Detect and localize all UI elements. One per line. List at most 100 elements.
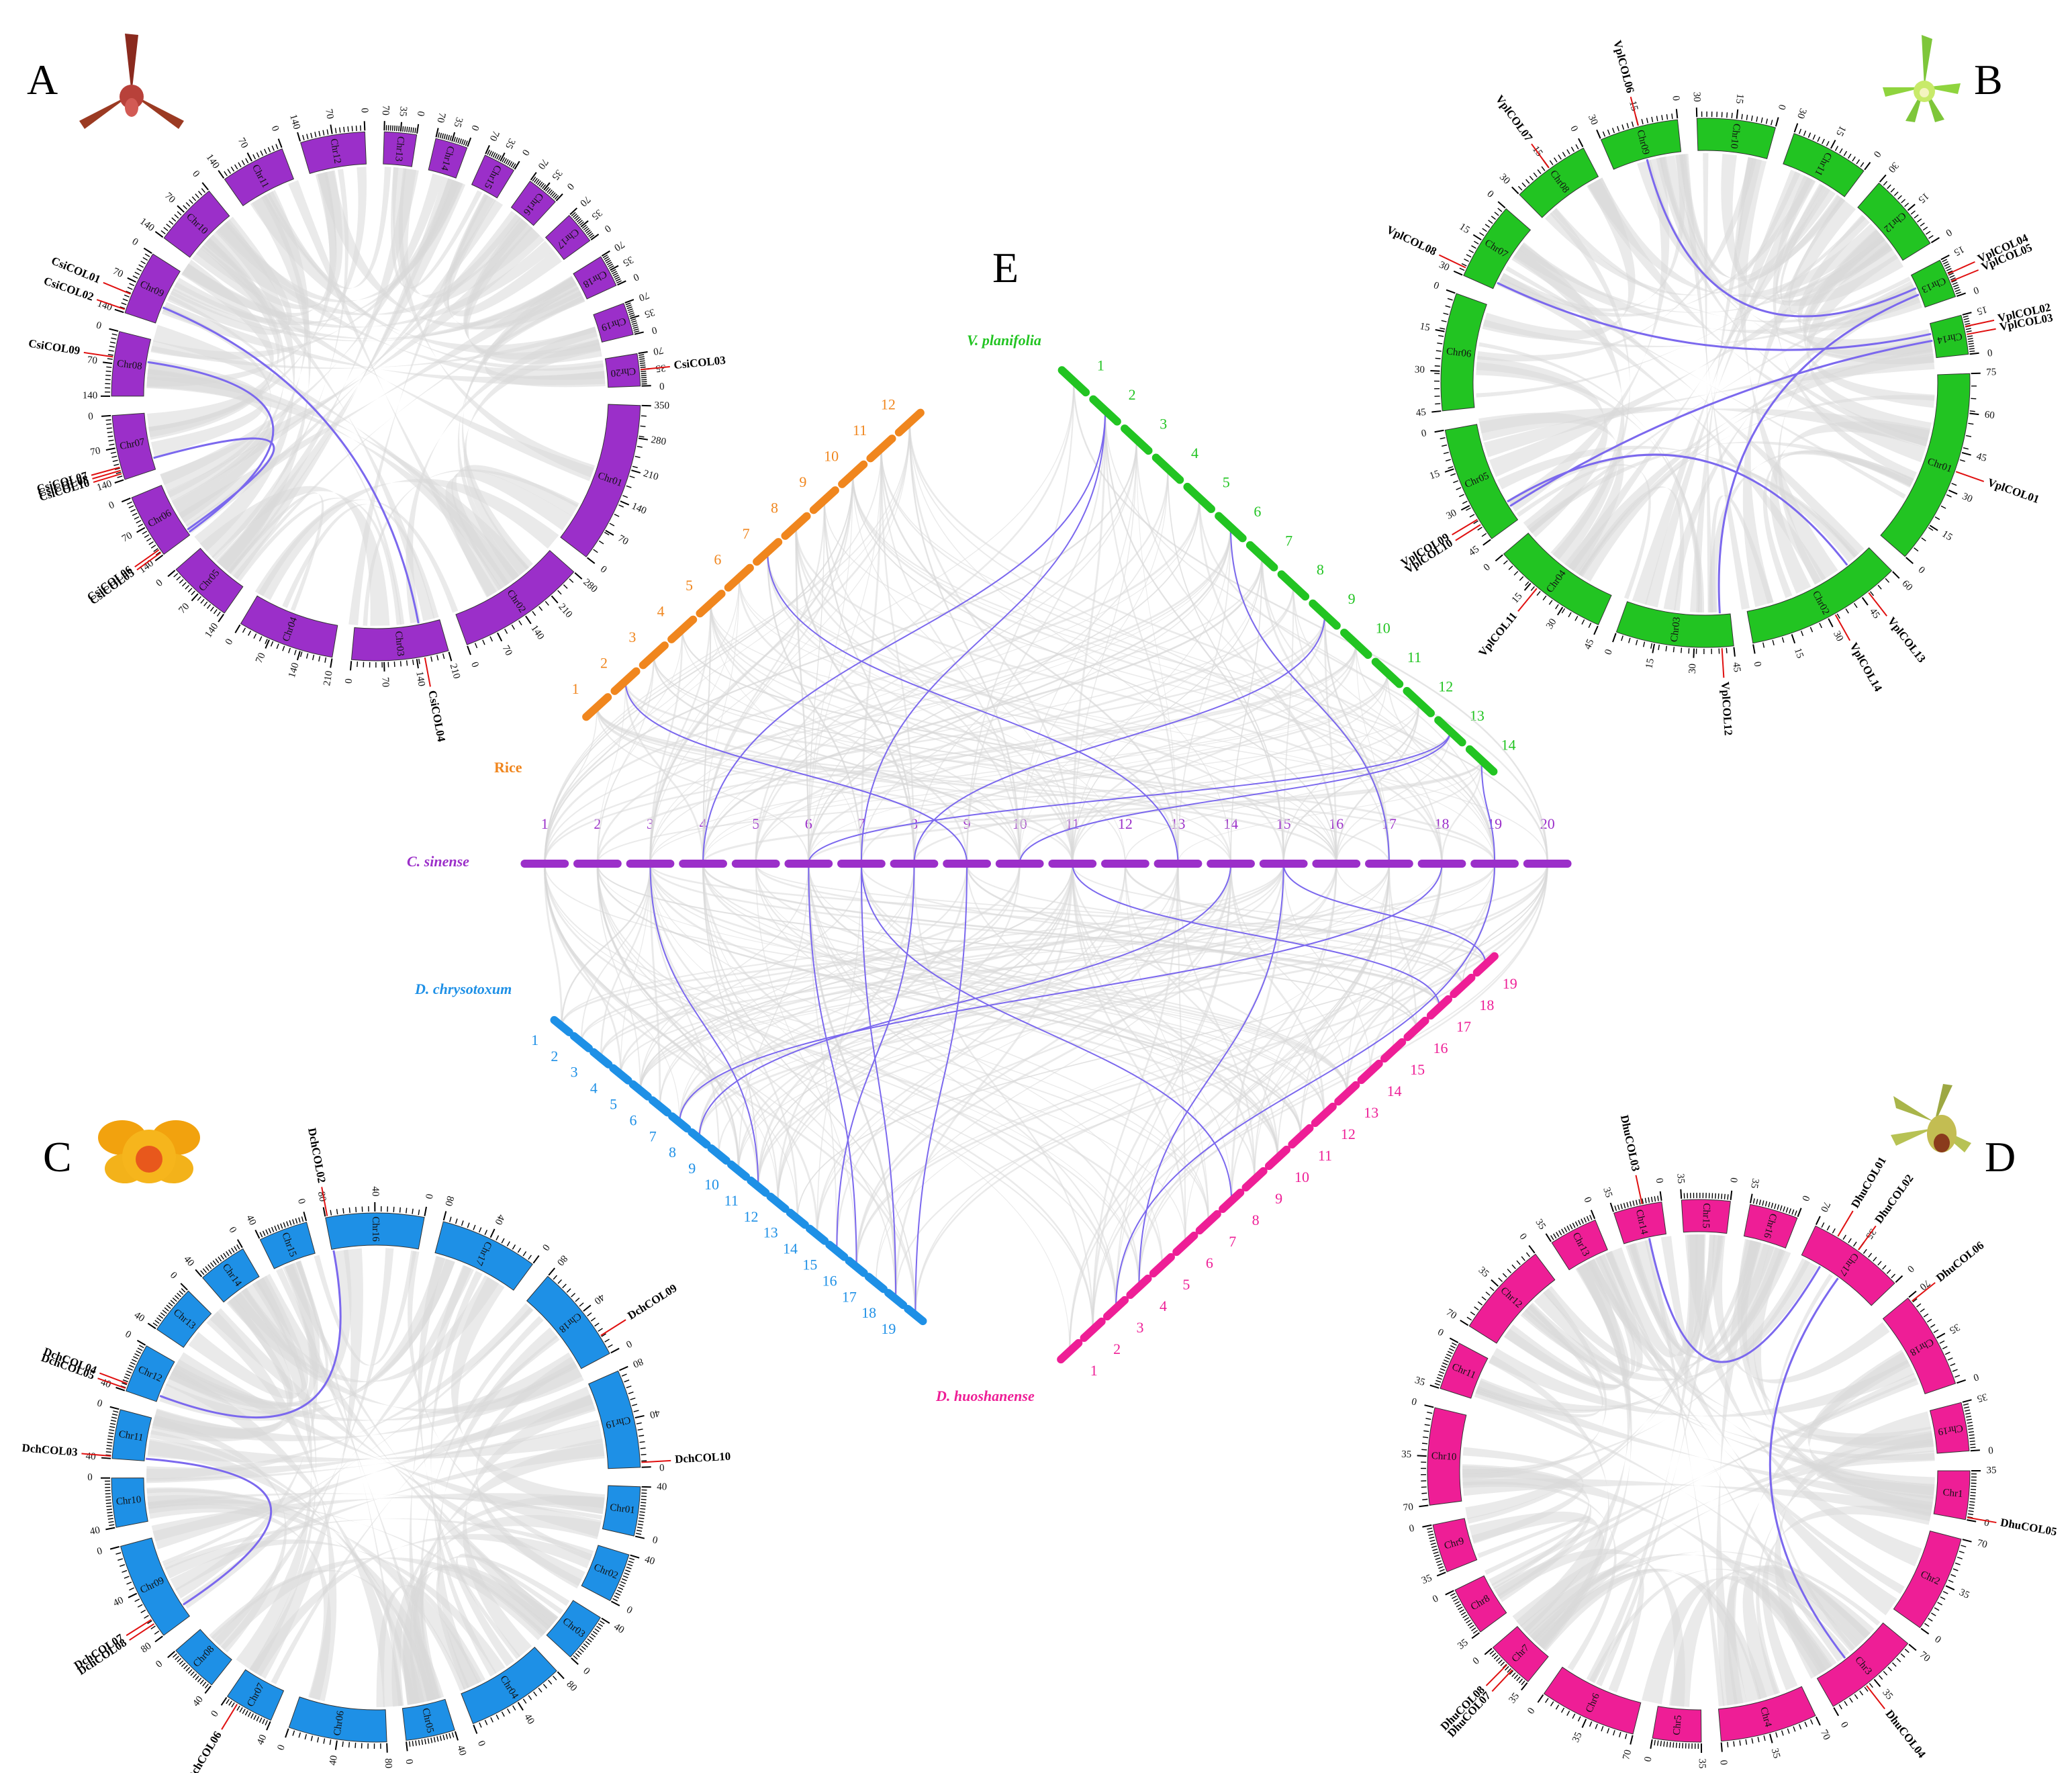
background-link: [1072, 672, 1388, 864]
chromosome-label: Chr10: [1431, 1451, 1456, 1463]
tick-mark: [1440, 437, 1446, 440]
tick-mark: [195, 1675, 199, 1680]
tick-mark: [639, 1514, 645, 1516]
tick-mark: [1822, 138, 1825, 144]
tick-mark: [248, 630, 252, 636]
tick-mark: [1967, 338, 1973, 340]
chromosome-block: [455, 549, 575, 645]
tick-mark: [191, 196, 197, 201]
tick-mark: [109, 345, 115, 348]
chromosome-label: Chr12: [328, 138, 343, 165]
tick-mark: [1452, 1342, 1457, 1346]
background-link: [1068, 863, 1337, 1352]
chromosome-label: Chr08: [116, 359, 142, 373]
tick-mark: [501, 1238, 505, 1244]
tick-mark: [1952, 282, 1958, 285]
tick-mark: [1628, 637, 1631, 643]
rice-chr-number: 2: [600, 654, 608, 671]
tick-mark: [1575, 144, 1579, 150]
tick-mark: [1836, 613, 1840, 619]
chrysotoxum-chromosome: [805, 1224, 829, 1245]
cymbidium-chr-number: 2: [594, 815, 601, 832]
tick-label: 140: [95, 478, 113, 493]
tick-label: 40: [85, 1451, 96, 1462]
tick-major: [103, 361, 113, 365]
chromosome-block: [602, 1485, 641, 1537]
tick-label: 210: [556, 602, 574, 620]
tick-mark: [610, 269, 616, 273]
background-link: [808, 474, 853, 864]
tick-label: 40: [592, 1291, 607, 1306]
tick-mark: [478, 1227, 482, 1233]
tick-major: [154, 1635, 163, 1643]
tick-label: 280: [581, 577, 599, 595]
tick-mark: [1641, 119, 1644, 125]
tick-major: [1596, 129, 1601, 139]
tick-mark: [1555, 1704, 1560, 1710]
tick-mark: [128, 505, 134, 508]
tick-mark: [576, 218, 581, 223]
tick-label: 140: [204, 152, 222, 171]
gene-label: DhuCOL02: [1872, 1172, 1916, 1226]
collinear-gene-link: [767, 551, 1179, 864]
tick-mark: [1456, 1604, 1462, 1608]
chromosome-label: Chr03: [393, 631, 406, 657]
tick-mark: [166, 224, 171, 228]
tick-mark: [1794, 1210, 1797, 1216]
background-link: [880, 448, 1443, 864]
tick-mark: [122, 1382, 128, 1385]
collinear-gene-link: [808, 731, 1451, 864]
background-link: [1300, 863, 1443, 1137]
tick-major: [473, 1725, 478, 1734]
tick-major: [167, 1651, 176, 1658]
tick-label: 140: [528, 623, 546, 642]
tick-mark: [1440, 327, 1446, 330]
tick-mark: [1944, 1351, 1950, 1355]
chromosome-block: [1929, 1402, 1970, 1454]
tick-mark: [533, 177, 538, 183]
tick-mark: [1629, 1201, 1632, 1207]
chromosome-block: [1746, 547, 1893, 644]
tick-label: 40: [657, 1482, 667, 1493]
tick-major: [1445, 1590, 1454, 1596]
tick-mark: [1950, 1363, 1956, 1367]
collinear-gene-link: [1507, 453, 1848, 566]
tick-mark: [1650, 643, 1653, 649]
chromosome-block: [1816, 1622, 1909, 1707]
tick-label: 0: [226, 1225, 238, 1235]
tick-mark: [107, 1518, 113, 1520]
vanilla-chromosome: [1340, 629, 1372, 660]
background-link: [1797, 214, 1933, 357]
tick-mark: [1952, 1369, 1958, 1372]
tick-mark: [1553, 1233, 1557, 1239]
tick-mark: [562, 1283, 567, 1289]
gene-marker: [1452, 518, 1478, 536]
tick-mark: [1966, 1418, 1972, 1421]
tick-mark: [1427, 1412, 1433, 1414]
chromosome-block: [111, 412, 156, 480]
tick-mark: [1826, 1225, 1830, 1231]
tick-major: [416, 659, 419, 669]
tick-mark: [629, 475, 635, 479]
chrysotoxum-chr-number: 15: [802, 1256, 817, 1273]
collinear-gene-link: [146, 1457, 273, 1606]
tick-mark: [587, 1638, 592, 1643]
tick-label: 30: [1886, 160, 1901, 175]
background-link: [597, 863, 1117, 1309]
tick-major: [641, 385, 651, 387]
tick-mark: [238, 162, 242, 168]
tick-mark: [1595, 1723, 1598, 1729]
tick-mark: [1947, 270, 1953, 274]
tick-label: 35: [1456, 1637, 1470, 1652]
tick-mark: [130, 508, 136, 512]
background-links: [543, 381, 1549, 1352]
tick-mark: [107, 435, 113, 438]
background-link: [1104, 410, 1179, 864]
background-link: [544, 863, 779, 1203]
tick-mark: [169, 220, 174, 225]
background-link: [254, 479, 559, 600]
tick-mark: [1942, 1346, 1948, 1350]
tick-mark: [1519, 576, 1524, 581]
tick-mark: [598, 1328, 603, 1332]
tick-mark: [641, 371, 647, 373]
